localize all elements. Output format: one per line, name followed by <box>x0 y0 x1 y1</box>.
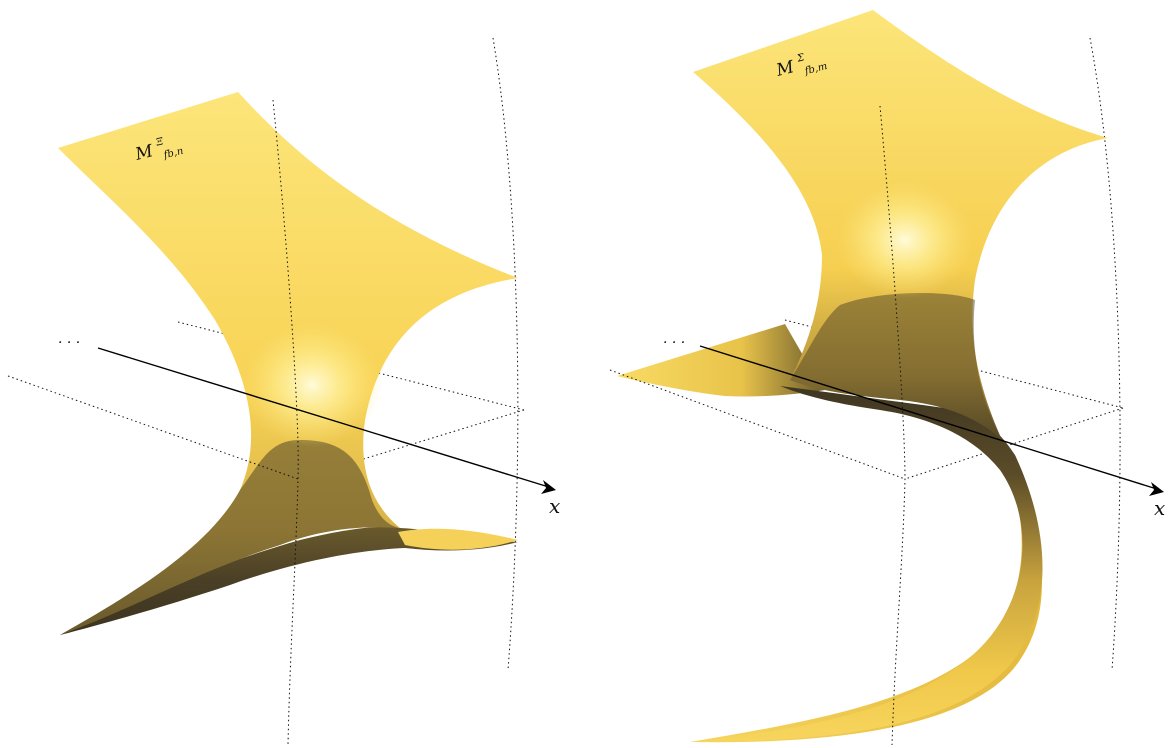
right-panel: x · · · M Σ fb,m <box>609 10 1165 746</box>
left-x-axis-label: x <box>549 494 560 518</box>
left-surface-label-sup: Ξ <box>154 136 165 149</box>
left-surface-neck-shade <box>60 440 400 635</box>
left-surface-label-sub: fb,n <box>162 146 185 162</box>
left-bounding-curve <box>492 37 519 671</box>
right-surface-label-sup: Σ <box>795 52 806 65</box>
right-axis-ellipsis: · · · <box>663 335 685 351</box>
left-vertical-axis <box>272 99 299 746</box>
right-ribbon-back <box>690 452 1042 743</box>
left-surface-flap <box>398 528 518 550</box>
left-surface-highlight <box>242 323 382 447</box>
right-surface-flap <box>617 324 825 397</box>
right-plane-front-edge <box>609 369 906 480</box>
left-plane-front-edge <box>7 375 299 480</box>
right-x-axis <box>699 345 1161 491</box>
right-surface-label-main: M <box>773 57 796 81</box>
left-x-axis <box>97 347 553 489</box>
left-surface-label-main: M <box>132 141 155 165</box>
right-surface-neck-shade <box>790 293 1002 440</box>
right-x-axis-arrowhead <box>1149 482 1164 496</box>
right-x-axis-label: x <box>1154 496 1165 520</box>
left-axis-ellipsis: · · · <box>58 335 80 351</box>
right-bounding-curve <box>1089 37 1121 671</box>
left-x-axis-arrowhead <box>541 480 556 494</box>
right-vertical-axis <box>879 105 906 746</box>
left-surface-label: M Ξ fb,n <box>130 125 184 168</box>
right-surface-highlight <box>837 182 973 298</box>
left-panel: x · · · M Ξ fb,n <box>7 37 560 746</box>
